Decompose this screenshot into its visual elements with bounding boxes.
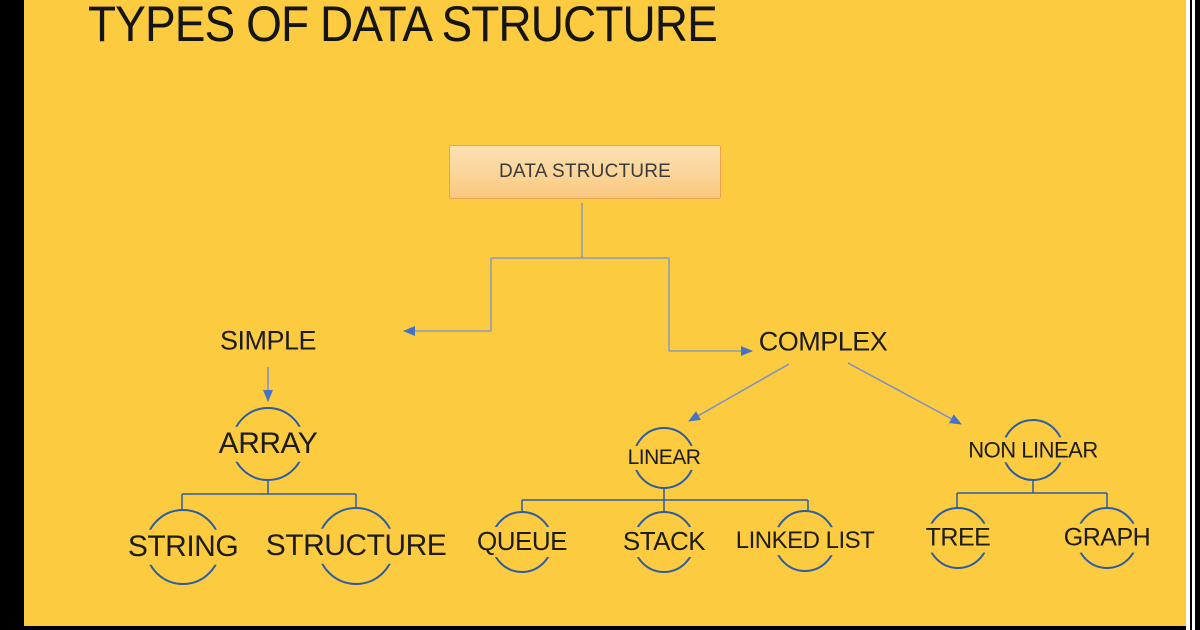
right-margin-strip-outer (1192, 0, 1195, 630)
node-linked-list-label: LINKED LIST (729, 527, 881, 555)
node-tree-label: TREE (919, 523, 997, 553)
node-structure-label: STRUCTURE (259, 528, 453, 564)
node-string-label: STRING (121, 529, 245, 565)
page-title: TYPES OF DATA STRUCTURE (88, 0, 718, 52)
node-queue-label: QUEUE (471, 526, 573, 557)
node-graph-label: GRAPH (1057, 523, 1157, 553)
right-margin-strip (1186, 0, 1190, 630)
node-complex-label: COMPLEX (752, 326, 894, 358)
node-data-structure: DATA STRUCTURE (449, 145, 721, 199)
node-simple-label: SIMPLE (213, 325, 323, 357)
node-non-linear-label: NON LINEAR (962, 437, 1104, 463)
node-array-label: ARRAY (212, 426, 324, 462)
node-linear-label: LINEAR (621, 445, 707, 471)
node-data-structure-label: DATA STRUCTURE (498, 161, 672, 182)
node-stack-label: STACK (616, 526, 712, 557)
